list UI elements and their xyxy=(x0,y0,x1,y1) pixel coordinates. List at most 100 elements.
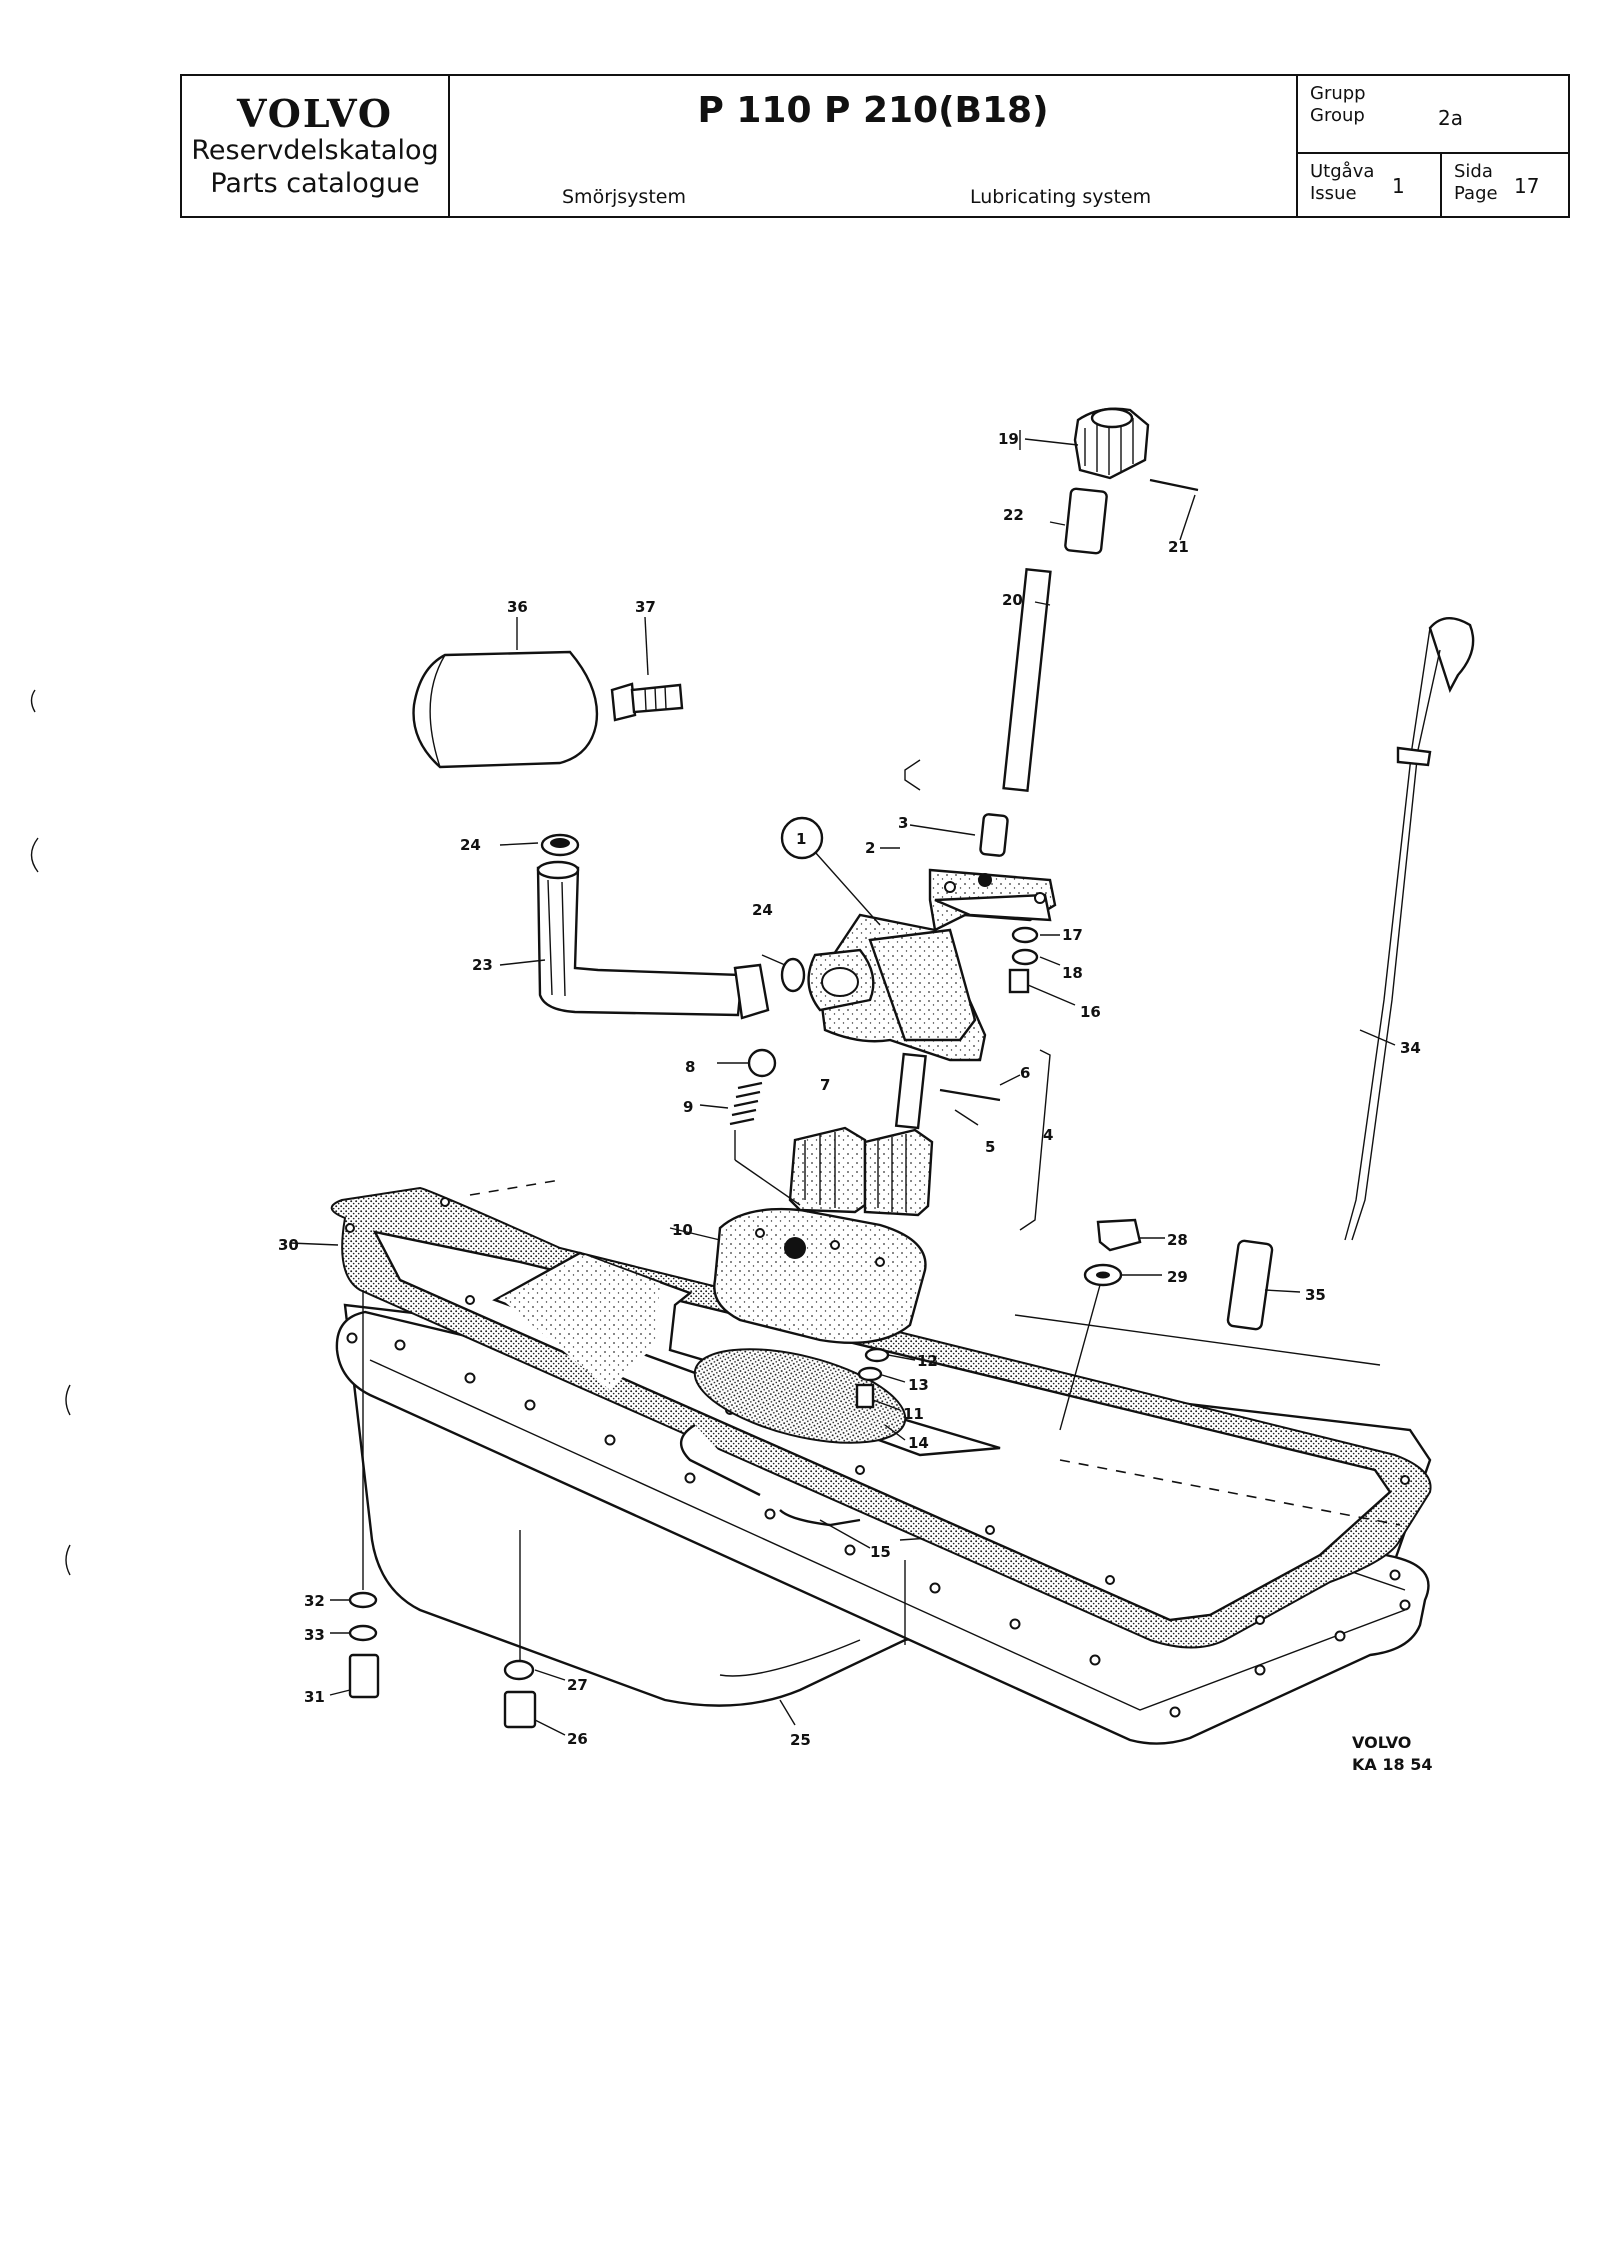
washer-13 xyxy=(857,1366,883,1382)
callout-14: 14 xyxy=(908,1434,929,1452)
drain-plug xyxy=(1096,1218,1142,1252)
suction-pipe xyxy=(536,860,770,1020)
pump-shaft xyxy=(894,1052,927,1130)
callout-37: 37 xyxy=(635,598,656,616)
callout-26: 26 xyxy=(567,1730,588,1748)
callout-20: 20 xyxy=(1002,591,1023,609)
page-label-en: Page xyxy=(1454,183,1498,204)
model-title: P 110 P 210(B18) xyxy=(697,90,1049,131)
callout-33: 33 xyxy=(304,1626,325,1644)
issue-label-en: Issue xyxy=(1310,183,1357,204)
callout-9: 9 xyxy=(683,1098,693,1116)
callout-13: 13 xyxy=(908,1376,929,1394)
callout-36: 36 xyxy=(507,598,528,616)
callout-labels: 1 2 3 4 5 6 7 8 9 10 11 12 13 14 15 16 1… xyxy=(278,430,1432,1774)
callout-34: 34 xyxy=(1400,1039,1421,1057)
group-value: 2a xyxy=(1438,106,1463,130)
catalog-title-sv: Reservdelskatalog xyxy=(191,135,439,166)
callout-35: 35 xyxy=(1305,1286,1326,1304)
leader-lines xyxy=(289,430,1401,1736)
callout-3: 3 xyxy=(898,814,908,832)
dipstick-tube xyxy=(1226,1239,1274,1331)
drive-sleeve xyxy=(1064,487,1108,555)
washer-17 xyxy=(1011,926,1039,944)
group-label-sv: Grupp xyxy=(1310,83,1366,104)
page-value: 17 xyxy=(1514,174,1540,198)
page-label-sv: Sida xyxy=(1454,161,1493,182)
meta-block: Grupp Group 2a Utgåva Issue 1 Sida Page … xyxy=(1298,76,1568,216)
callout-6: 6 xyxy=(1020,1064,1030,1082)
callout-24-lower: 24 xyxy=(752,901,773,919)
callout-21: 21 xyxy=(1168,538,1189,556)
callout-28: 28 xyxy=(1167,1231,1188,1249)
callout-30: 30 xyxy=(278,1236,299,1254)
callout-15: 15 xyxy=(870,1543,891,1561)
callout-32: 32 xyxy=(304,1592,325,1610)
bushing xyxy=(979,813,1009,857)
volvo-logo: VOLVO xyxy=(236,91,394,136)
section-title-sv: Smörjsystem xyxy=(562,186,686,208)
catalogue-header: VOLVO Reservdelskatalog Parts catalogue … xyxy=(180,74,1570,218)
page-cell: Sida Page 17 xyxy=(1442,154,1568,216)
group-cell: Grupp Group 2a xyxy=(1298,76,1568,154)
oil-strainer-screen xyxy=(693,1348,907,1444)
callout-5: 5 xyxy=(985,1138,995,1156)
callout-25: 25 xyxy=(790,1731,811,1749)
scan-marks xyxy=(30,689,71,1576)
relief-valve-spring xyxy=(729,1081,763,1126)
drawing-ref-brand: VOLVO xyxy=(1352,1733,1411,1752)
bolt-31 xyxy=(348,1653,380,1699)
group-label-en: Group xyxy=(1310,105,1365,126)
oil-pump-housing xyxy=(807,868,1057,1062)
nut-26 xyxy=(503,1690,537,1729)
screw-11 xyxy=(855,1383,875,1409)
callout-2: 2 xyxy=(865,839,875,857)
callout-23: 23 xyxy=(472,956,493,974)
seal-ring-lower xyxy=(780,957,806,993)
filter-nipple xyxy=(610,682,684,722)
callout-12: 12 xyxy=(917,1352,938,1370)
sump-baffle xyxy=(492,1251,1001,1457)
intermediate-drive-shaft xyxy=(1002,568,1052,792)
callout-22: 22 xyxy=(1003,506,1024,524)
brand-block: VOLVO Reservdelskatalog Parts catalogue xyxy=(182,76,450,216)
relief-valve-ball xyxy=(747,1048,777,1078)
washer-32 xyxy=(348,1591,378,1609)
sump-bolt-holes xyxy=(346,1332,1411,1718)
distributor-drive-gear xyxy=(1073,407,1150,480)
callout-24-upper: 24 xyxy=(460,836,481,854)
key-pin xyxy=(939,1088,1001,1102)
washer-18 xyxy=(1011,948,1039,966)
callout-4: 4 xyxy=(1043,1126,1053,1144)
callout-1: 1 xyxy=(796,830,806,848)
callout-18: 18 xyxy=(1062,964,1083,982)
callout-8: 8 xyxy=(685,1058,695,1076)
issue-label-sv: Utgåva xyxy=(1310,161,1375,182)
callout-31: 31 xyxy=(304,1688,325,1706)
oil-filter xyxy=(412,650,599,769)
screw-16 xyxy=(1008,968,1030,994)
washer-27 xyxy=(503,1659,535,1681)
washer-12 xyxy=(864,1347,890,1363)
issue-value: 1 xyxy=(1392,174,1405,198)
pump-gears xyxy=(788,1126,934,1217)
callout-29: 29 xyxy=(1167,1268,1188,1286)
gear-pin xyxy=(1149,478,1199,492)
callout-11: 11 xyxy=(903,1405,924,1423)
callout-16: 16 xyxy=(1080,1003,1101,1021)
callout-circle-1 xyxy=(780,816,824,860)
issue-cell: Utgåva Issue 1 xyxy=(1298,154,1442,216)
section-title-en: Lubricating system xyxy=(970,186,1152,208)
callout-27: 27 xyxy=(567,1676,588,1694)
drawing-ref-code: KA 18 54 xyxy=(1352,1755,1432,1774)
model-block: P 110 P 210(B18) Smörjsystem Lubricating… xyxy=(450,76,1298,216)
catalog-title-en: Parts catalogue xyxy=(210,168,420,199)
oil-dipstick xyxy=(1344,617,1475,1241)
washer-33 xyxy=(348,1624,378,1642)
pump-cover xyxy=(713,1207,927,1345)
callout-19: 19 xyxy=(998,430,1019,448)
callout-10: 10 xyxy=(672,1221,693,1239)
callout-17: 17 xyxy=(1062,926,1083,944)
callout-7: 7 xyxy=(820,1076,830,1094)
